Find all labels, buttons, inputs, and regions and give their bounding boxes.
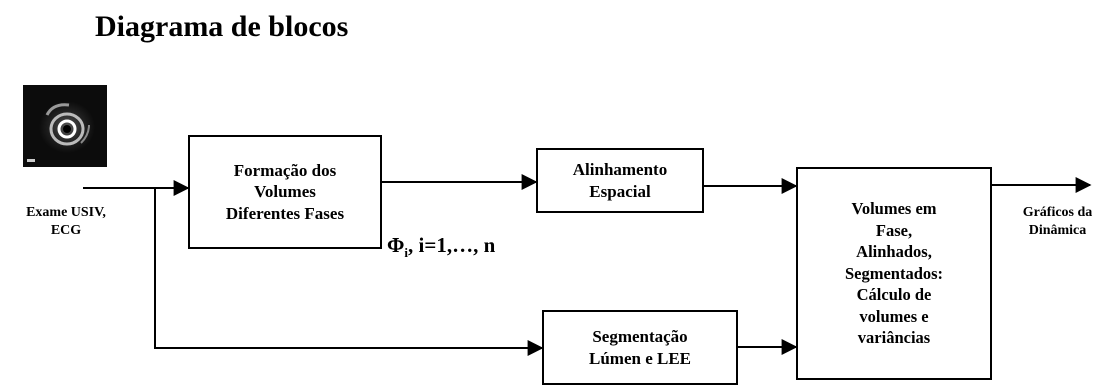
input-label: Exame USIV, ECG	[26, 205, 106, 238]
ivus-image	[23, 85, 107, 167]
page-title: Diagrama de blocos	[95, 10, 349, 43]
phase-label: Φi, i=1,…, n	[387, 233, 496, 261]
formation-block: Formação dos Volumes Diferentes Fases	[188, 135, 382, 249]
volumes-block: Volumes em Fase, Alinhados, Segmentados:…	[796, 167, 992, 380]
segmentation-block: Segmentação Lúmen e LEE	[542, 310, 738, 385]
output-label: Gráficos da Dinâmica	[1022, 205, 1093, 238]
alignment-block: Alinhamento Espacial	[536, 148, 704, 213]
arrow-input-to-segmentation	[154, 188, 544, 356]
